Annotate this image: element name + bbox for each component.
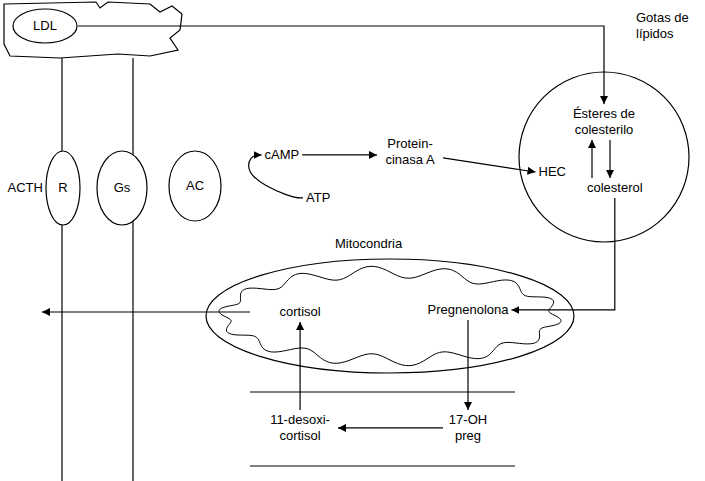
node-text: 11-desoxi- cortisol [270,412,330,443]
label-text: ACTH [8,180,43,195]
reaction-arrow [467,320,468,410]
ldl-particle: LDL [12,8,78,44]
region-title: Gotas de lípidos [636,10,689,41]
node-text: cAMP [265,147,300,162]
reticulum-line [250,465,515,466]
node-text: Protein- cinasa A [385,136,434,167]
enzyme: HEC [536,162,569,182]
region-heading: Gotas de lípidos [636,10,700,42]
node-text: AC [186,179,204,194]
region-heading: Mitocondria [335,236,402,252]
kinase: Protein- cinasa A [377,134,443,170]
metabolite: Pregnenolona [425,300,512,320]
metabolite: cortisol [277,302,324,322]
substrate: ATP [303,188,333,208]
reaction-arrow [609,140,610,178]
node-text: Ésteres de colesterilo [573,106,635,137]
node-text: Pregnenolona [428,302,509,317]
metabolite: 17-OH preg [443,410,493,446]
node-text: LDL [33,19,57,34]
metabolite: colesterol [584,178,646,198]
node-text: cortisol [280,304,321,319]
ellipse-outline [13,9,77,43]
mitochondrion: MitocondriacortisolPregnenolona [205,258,575,374]
region-outline [518,71,690,243]
lipid-droplet: Gotas de lípidosÉsteres de colesteriloHE… [518,71,690,243]
node-text: 17-OH preg [449,412,487,443]
reaction-arrow [591,140,592,178]
metabolite: Ésteres de colesterilo [566,104,642,140]
reaction-arrow [78,26,604,104]
node-text: colesterol [587,180,643,195]
node-text: R [58,181,67,196]
second-messenger: cAMP [262,145,303,165]
membrane-line [132,58,133,481]
ellipse-outline [169,151,221,221]
adenylate-cyclase: AC [168,150,222,222]
reaction-arrow [511,198,614,310]
membrane-line [61,58,62,481]
receptor: R [45,150,81,226]
ldl-receptor [4,2,182,58]
reaction-arrow [443,158,536,172]
node-text: Gs [114,181,131,196]
outer-membrane [206,259,574,373]
region-outline [205,258,575,374]
inner-membrane [219,266,561,365]
ellipse-outline [46,151,80,225]
reaction-arrow [338,427,443,428]
hormone-label: ACTH [8,180,43,196]
g-protein: Gs [96,150,148,226]
ellipse-outline [97,151,147,225]
metabolite: 11-desoxi- cortisol [262,410,338,446]
droplet-outline [519,72,689,242]
region-title: Mitocondria [335,236,402,251]
reaction-arrow [302,154,377,155]
reticulum-line [250,391,515,392]
node-text: ATP [306,190,330,205]
node-text: HEC [539,164,566,179]
